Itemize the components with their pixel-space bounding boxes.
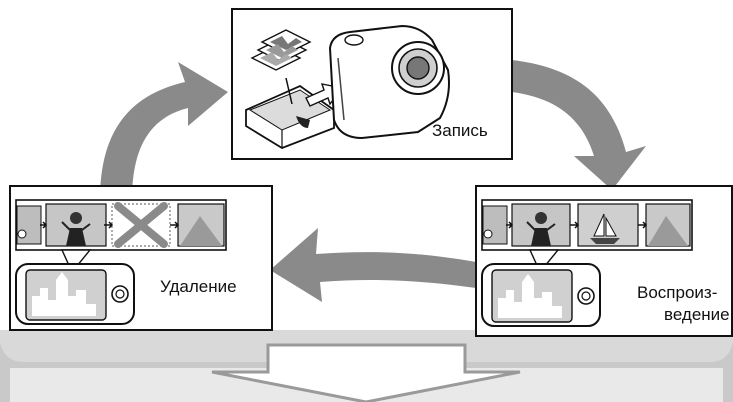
film-strip bbox=[15, 199, 227, 251]
photo-stack-icon bbox=[250, 29, 312, 71]
delete-label: Удаление bbox=[160, 277, 237, 296]
record-panel bbox=[231, 8, 513, 160]
arrow-delete-to-record bbox=[100, 62, 228, 200]
sailboat-photo-icon bbox=[590, 213, 620, 244]
arrow-playback-to-delete bbox=[270, 228, 476, 302]
camera-back-icon-playback bbox=[481, 263, 601, 327]
delete-panel bbox=[9, 185, 273, 331]
camera-back-icon bbox=[15, 263, 135, 325]
arrow-record-to-playback bbox=[512, 60, 646, 190]
playback-panel bbox=[475, 185, 733, 337]
playback-label-line2: ведение bbox=[664, 305, 730, 324]
delete-x-icon bbox=[114, 202, 168, 248]
playback-label-line1: Воспроиз- bbox=[637, 283, 718, 302]
record-label: Запись bbox=[432, 121, 488, 140]
film-strip-playback bbox=[481, 199, 693, 251]
camera-icon bbox=[328, 24, 450, 140]
down-arrow bbox=[211, 343, 521, 402]
person-photo-icon bbox=[61, 212, 91, 246]
